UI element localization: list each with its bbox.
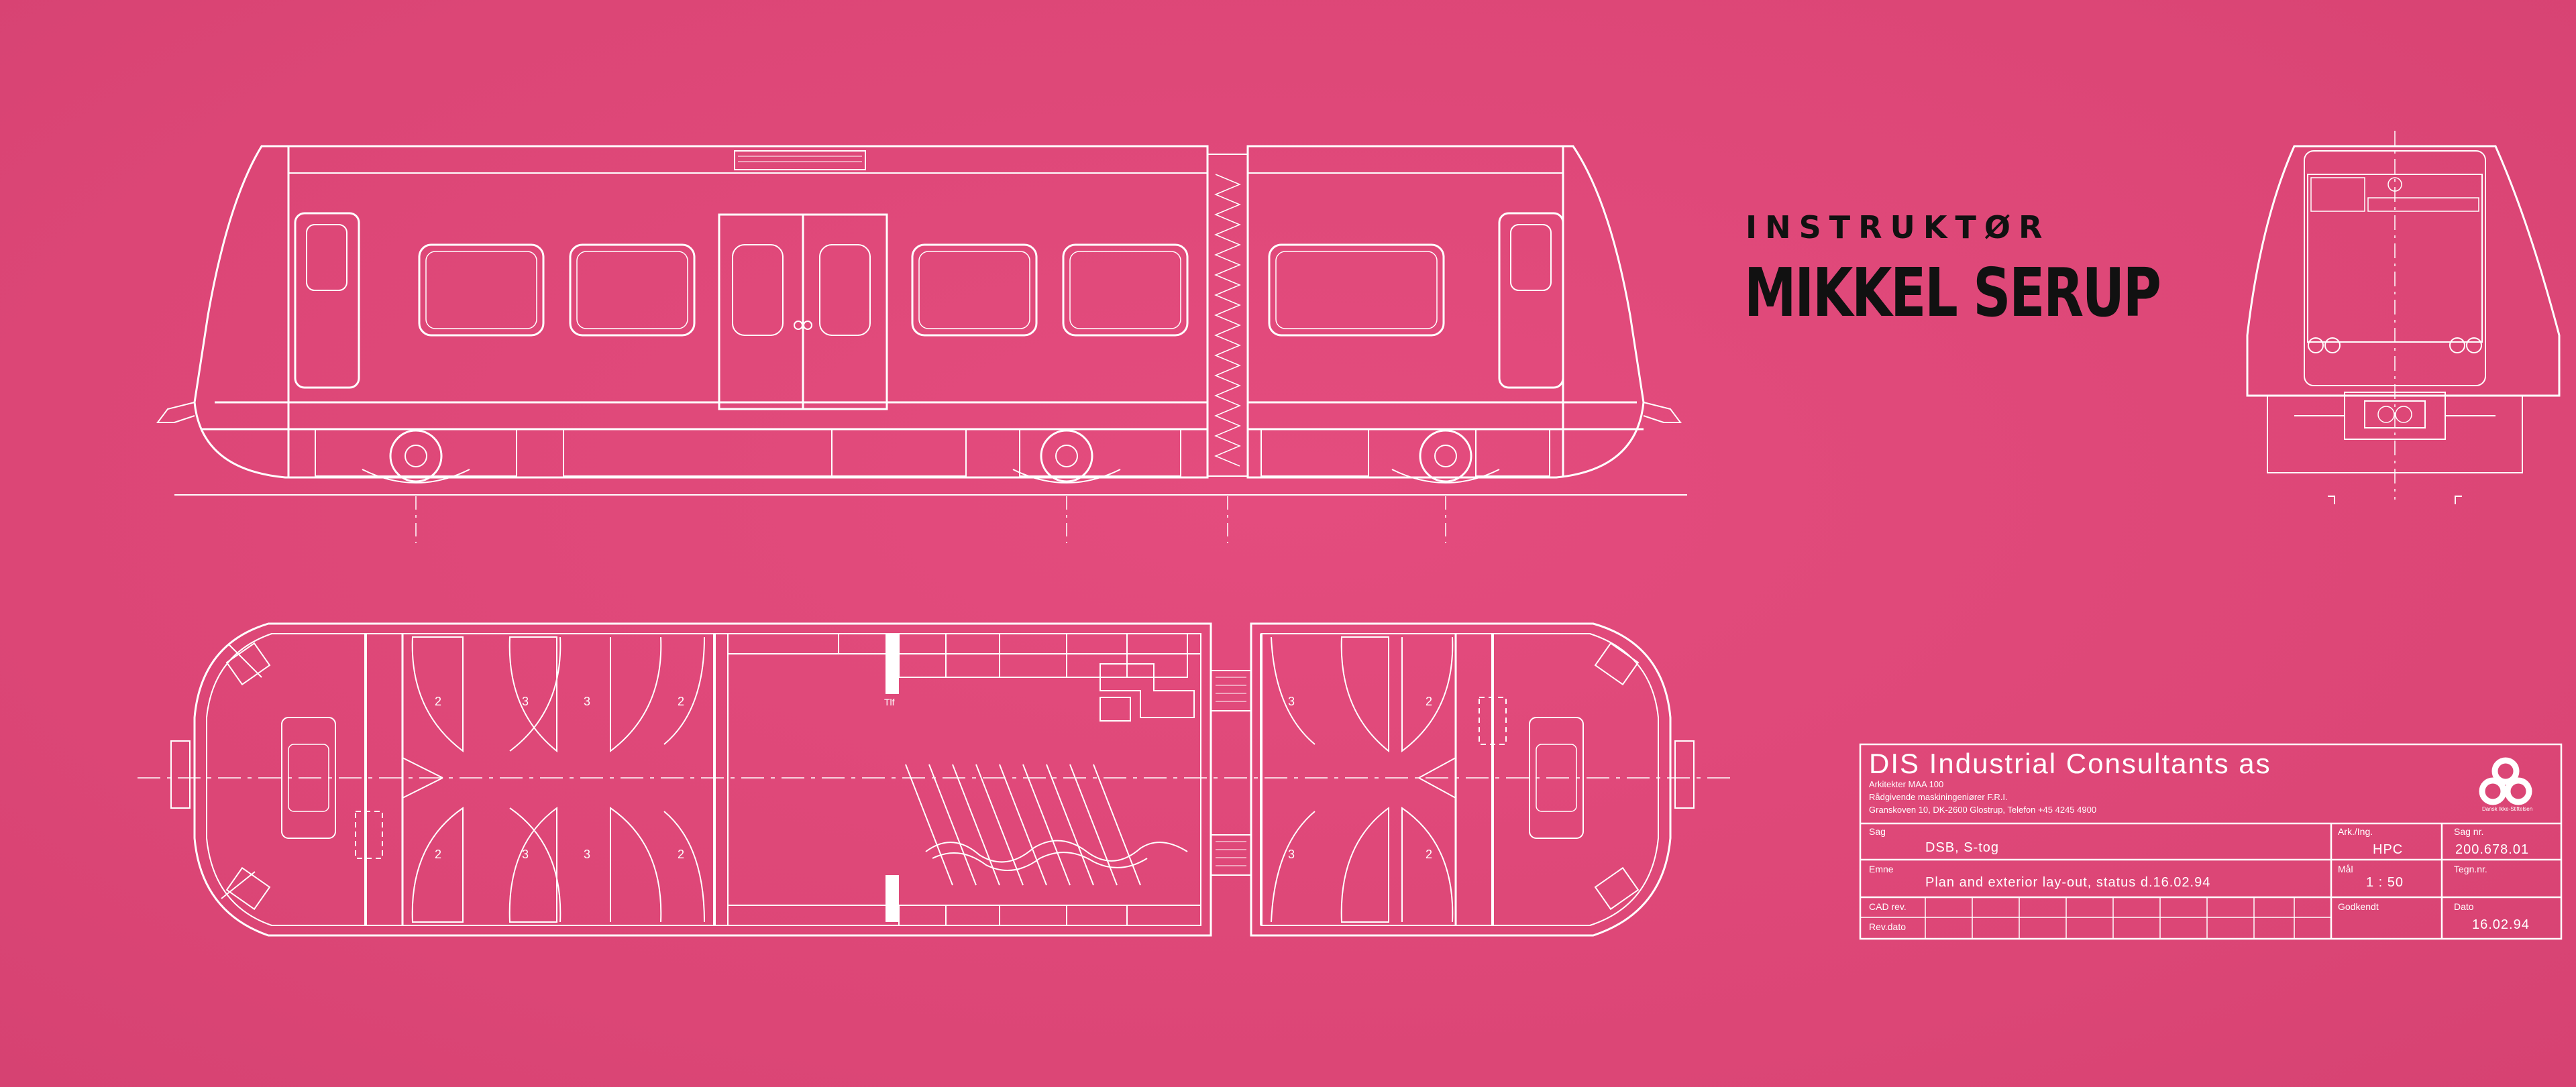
sag-nr-label: Sag nr. xyxy=(2454,826,2484,837)
seat-label: 2 xyxy=(678,848,684,861)
seat-label: 3 xyxy=(584,695,590,708)
sag-label: Sag xyxy=(1869,826,1886,837)
dato-label: Dato xyxy=(2454,901,2474,912)
seat-label: 3 xyxy=(522,695,529,708)
company-line-1: Arkitekter MAA 100 xyxy=(1869,779,1944,789)
seat-label: 2 xyxy=(435,695,441,708)
seat-label: 3 xyxy=(1288,695,1295,708)
godkendt-label: Godkendt xyxy=(2338,901,2379,912)
mal-label: Mål xyxy=(2338,864,2353,874)
seat-label: 2 xyxy=(678,695,684,708)
logo-caption: Dansk Ikke-Stiftelsen xyxy=(2482,806,2533,812)
seat-label: 2 xyxy=(1426,695,1432,708)
tegn-nr-label: Tegn.nr. xyxy=(2454,864,2487,874)
seat-label: 2 xyxy=(1426,848,1432,861)
seat-label: 3 xyxy=(584,848,590,861)
seat-label: 2 xyxy=(435,848,441,861)
seat-label: 3 xyxy=(522,848,529,861)
company-name: DIS Industrial Consultants as xyxy=(1869,748,2271,779)
mal-value: 1 : 50 xyxy=(2366,875,2404,890)
dato-value: 16.02.94 xyxy=(2472,917,2530,932)
cad-rev-label: CAD rev. xyxy=(1869,901,1907,912)
company-line-2: Rådgivende maskiningeniører F.R.I. xyxy=(1869,792,2008,802)
tlf-label: Tlf xyxy=(884,697,895,707)
sag-value: DSB, S-tog xyxy=(1925,840,2000,855)
seat-label: 3 xyxy=(1288,848,1295,861)
emne-value: Plan and exterior lay-out, status d.16.0… xyxy=(1925,875,2211,890)
instructor-name: MIKKEL SERUP xyxy=(1744,253,2161,332)
sag-nr-value: 200.678.01 xyxy=(2455,842,2530,857)
emne-label: Emne xyxy=(1869,864,1894,874)
ark-ing-value: HPC xyxy=(2373,842,2404,857)
company-logo-icon xyxy=(2482,760,2529,802)
ark-ing-label: Ark./Ing. xyxy=(2338,826,2373,837)
company-address: Granskoven 10, DK-2600 Glostrup, Telefon… xyxy=(1869,805,2097,815)
rev-dato-label: Rev.dato xyxy=(1869,921,1906,932)
instructor-label: INSTRUKTØR xyxy=(1746,209,2051,245)
